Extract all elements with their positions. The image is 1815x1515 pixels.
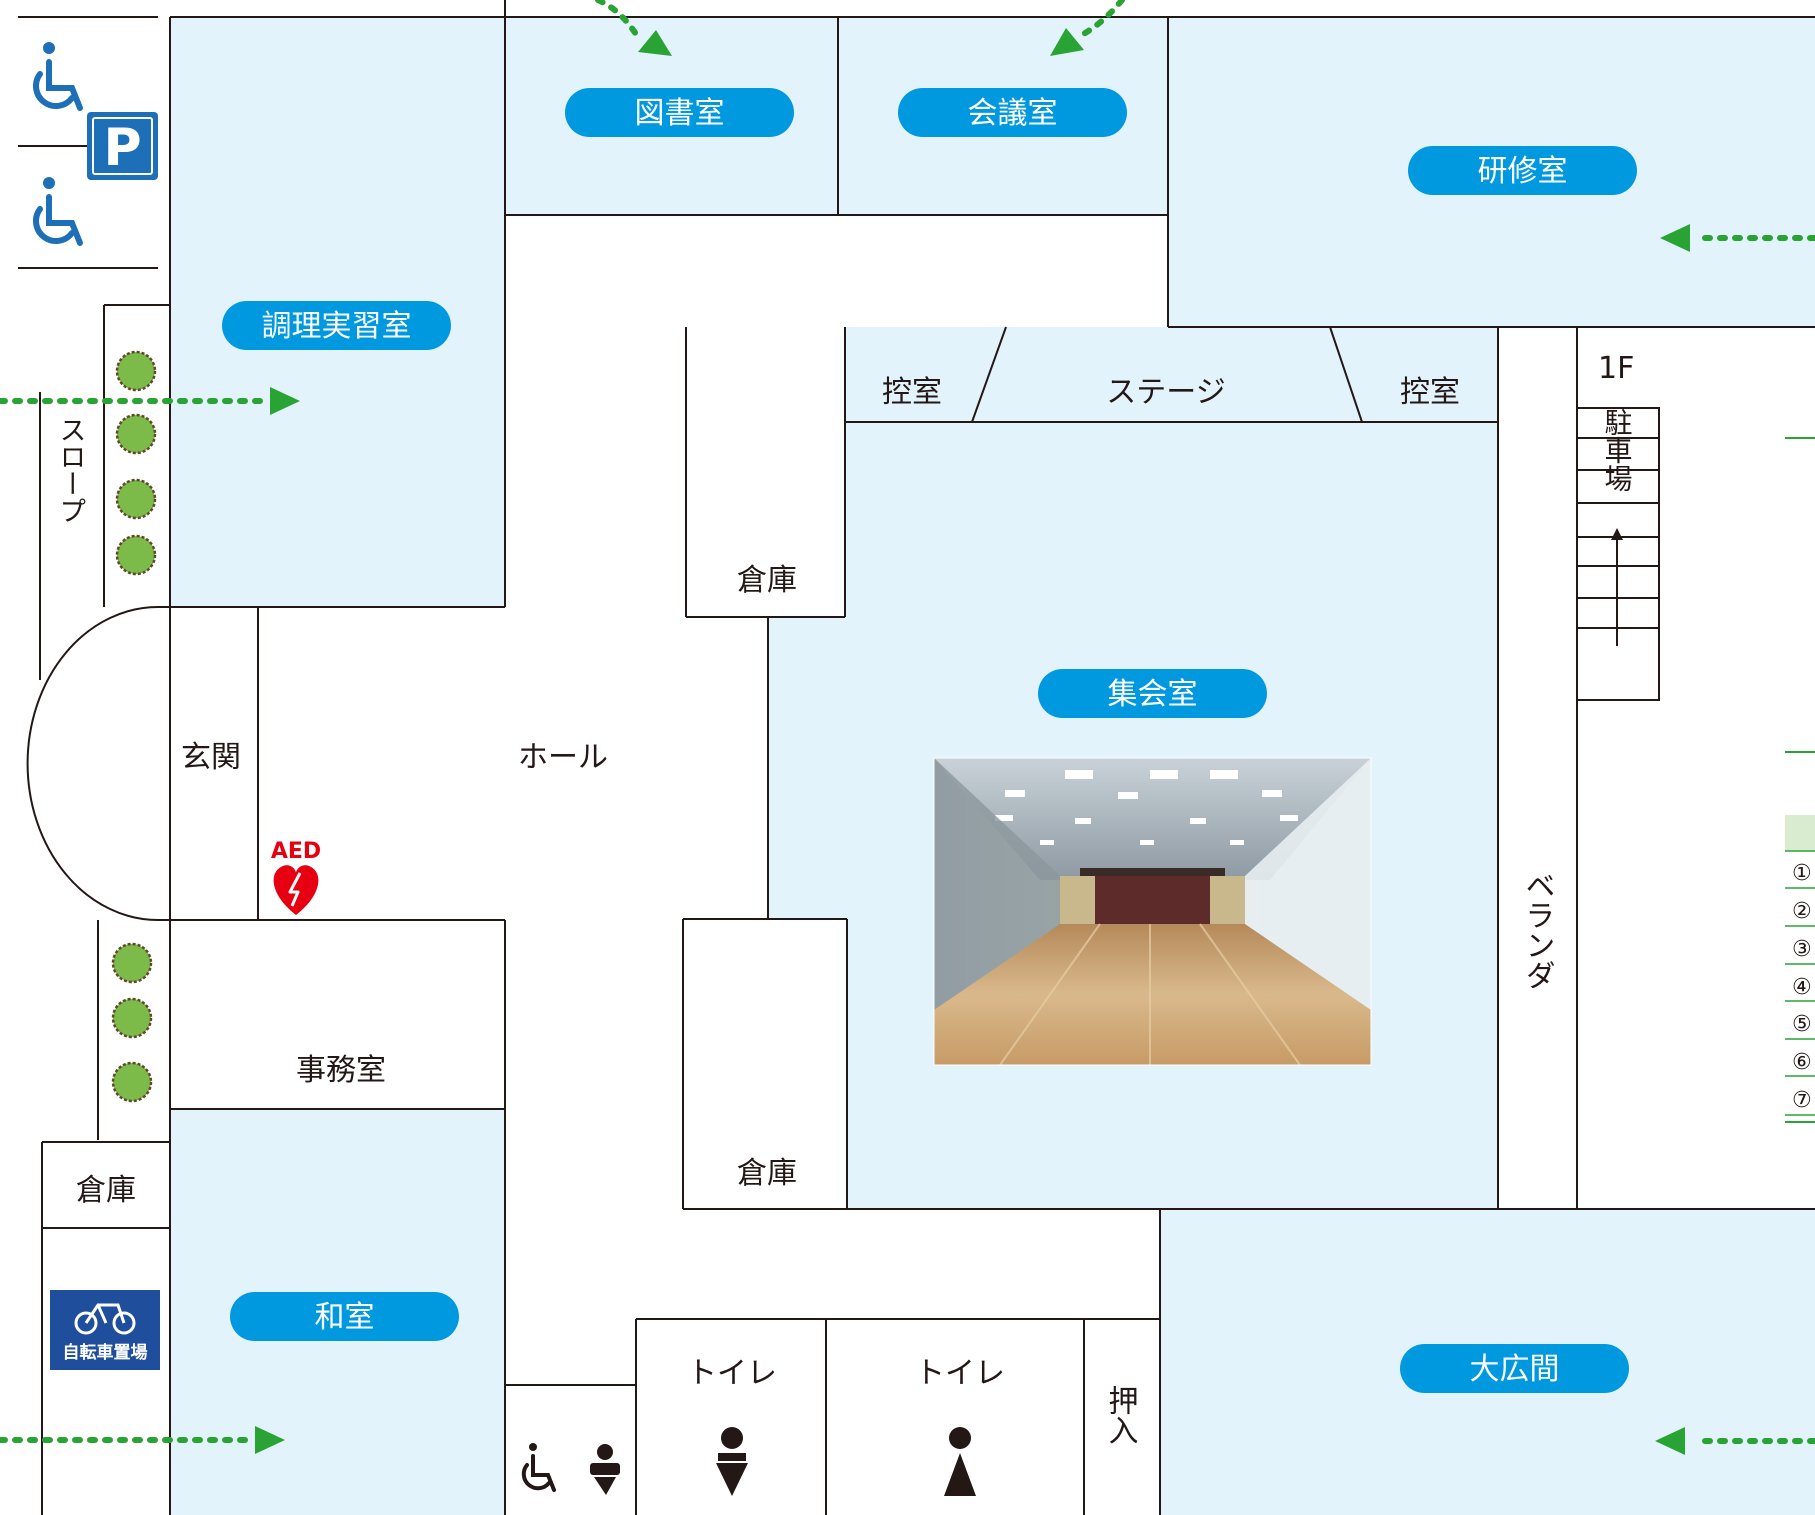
wheelchair-icon [521, 1443, 556, 1492]
side-list-item: ① [1792, 861, 1812, 886]
tree-icon [111, 997, 153, 1039]
toilet-1-label: トイレ [687, 1356, 777, 1391]
side-list-item: ③ [1792, 937, 1812, 962]
side-list-item: ⑤ [1792, 1012, 1812, 1037]
walls [18, 0, 1815, 1515]
svg-text:大広間: 大広間 [1470, 1352, 1560, 1387]
male-toilet-icon [716, 1427, 748, 1496]
storage-upper-label: 倉庫 [737, 563, 797, 598]
green-room-left-label: 控室 [882, 375, 942, 410]
slope-label: スロープ [55, 416, 86, 524]
svg-text:集会室: 集会室 [1108, 677, 1198, 712]
large-hall-label: 大広間 [1400, 1344, 1629, 1393]
arrow-icon [1655, 1427, 1815, 1455]
room-fills [170, 17, 1815, 1515]
floor-label: 1F [1598, 351, 1634, 386]
cooking-room-label: 調理実習室 [222, 301, 451, 350]
svg-text:調理実習室: 調理実習室 [262, 309, 412, 344]
entrance-label: 玄関 [181, 740, 241, 775]
bicycle-parking-label: 自転車置場 [63, 1342, 148, 1363]
veranda-label: ベランダ [1520, 870, 1555, 990]
arrow-icon [1050, 0, 1125, 56]
svg-text:研修室: 研修室 [1478, 154, 1568, 189]
toilet-2-label: トイレ [915, 1356, 1005, 1391]
parking-stair-label: 駐車場 [1601, 408, 1634, 492]
svg-text:AED: AED [271, 839, 321, 864]
japanese-room-label: 和室 [230, 1292, 459, 1341]
assembly-room-label: 集会室 [1038, 669, 1267, 718]
side-list-item: ② [1792, 899, 1812, 924]
tree-icon [115, 350, 157, 392]
svg-text:図書室: 図書室 [635, 96, 725, 131]
baby-changing-icon [590, 1444, 620, 1495]
arrow-icon [0, 387, 300, 415]
office-label: 事務室 [296, 1053, 386, 1088]
hall-label: ホール [518, 740, 608, 775]
bicycle-icon: 自転車置場 [50, 1290, 160, 1370]
pill-labels: 図書室 会議室 研修室 調理実習室 集会室 和室 大広間 [222, 88, 1637, 1393]
side-list-item: ④ [1792, 975, 1812, 1000]
closet-label: 押入 [1103, 1385, 1138, 1445]
storage-lower-label: 倉庫 [737, 1156, 797, 1191]
library-label: 図書室 [565, 88, 794, 137]
meeting-room-label: 会議室 [898, 88, 1127, 137]
stage-label: ステージ [1106, 375, 1225, 410]
tree-icon [115, 534, 157, 576]
arrow-icon [0, 1426, 285, 1454]
side-list-item: ⑥ [1792, 1050, 1812, 1075]
arrow-icon [595, 0, 672, 56]
assembly-room-photo [933, 757, 1372, 1066]
tree-icon [111, 1061, 153, 1103]
wheelchair-icon [33, 177, 83, 246]
stage-area [845, 327, 1498, 422]
trees [111, 350, 157, 1103]
entry-arrows [0, 0, 1815, 1455]
svg-text:会議室: 会議室 [968, 96, 1058, 131]
aed-icon: AED [271, 839, 321, 915]
svg-text:和室: 和室 [315, 1300, 375, 1335]
side-list: ① ② ③ ④ ⑤ ⑥ ⑦ [1785, 437, 1815, 1123]
arrow-icon [1660, 224, 1815, 252]
svg-text:P: P [103, 118, 141, 178]
tree-icon [115, 478, 157, 520]
green-room-right-label: 控室 [1400, 375, 1460, 410]
storage-left-label: 倉庫 [76, 1173, 136, 1208]
female-toilet-icon [944, 1427, 976, 1496]
side-list-item: ⑦ [1792, 1088, 1812, 1113]
wheelchair-icon [33, 42, 83, 111]
tree-icon [115, 413, 157, 455]
parking-icon: P [87, 112, 158, 180]
stair-arrow-icon [1611, 528, 1623, 540]
tree-icon [111, 942, 153, 984]
training-room-label: 研修室 [1408, 146, 1637, 195]
